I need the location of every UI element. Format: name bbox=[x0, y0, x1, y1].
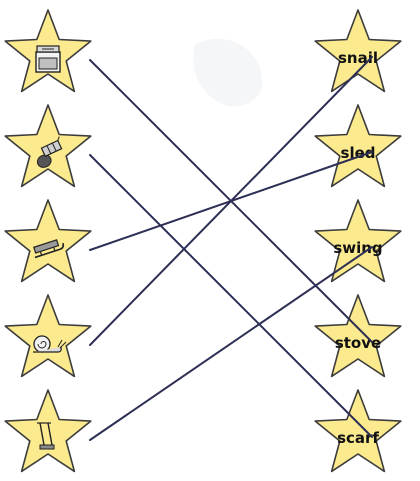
star-shape bbox=[5, 200, 91, 281]
left-star-2 bbox=[5, 105, 91, 186]
match-line-2 bbox=[90, 155, 372, 437]
word-label: stove bbox=[335, 334, 381, 352]
star-shape bbox=[5, 390, 91, 471]
left-star-1 bbox=[5, 10, 91, 91]
background-smudge bbox=[193, 39, 262, 107]
left-star-3 bbox=[5, 200, 91, 281]
word-label: swing bbox=[333, 239, 382, 257]
right-star-2: sled bbox=[315, 105, 401, 186]
match-lines bbox=[90, 57, 372, 440]
right-star-4: stove bbox=[315, 295, 401, 376]
right-star-5: scarf bbox=[315, 390, 401, 471]
right-star-1: snail bbox=[315, 10, 401, 91]
word-label: scarf bbox=[337, 429, 379, 447]
left-star-4 bbox=[5, 295, 91, 376]
star-shape bbox=[5, 295, 91, 376]
left-star-5 bbox=[5, 390, 91, 471]
match-line-5 bbox=[90, 247, 372, 440]
stove-icon bbox=[36, 46, 60, 72]
right-star-3: swing bbox=[315, 200, 401, 281]
